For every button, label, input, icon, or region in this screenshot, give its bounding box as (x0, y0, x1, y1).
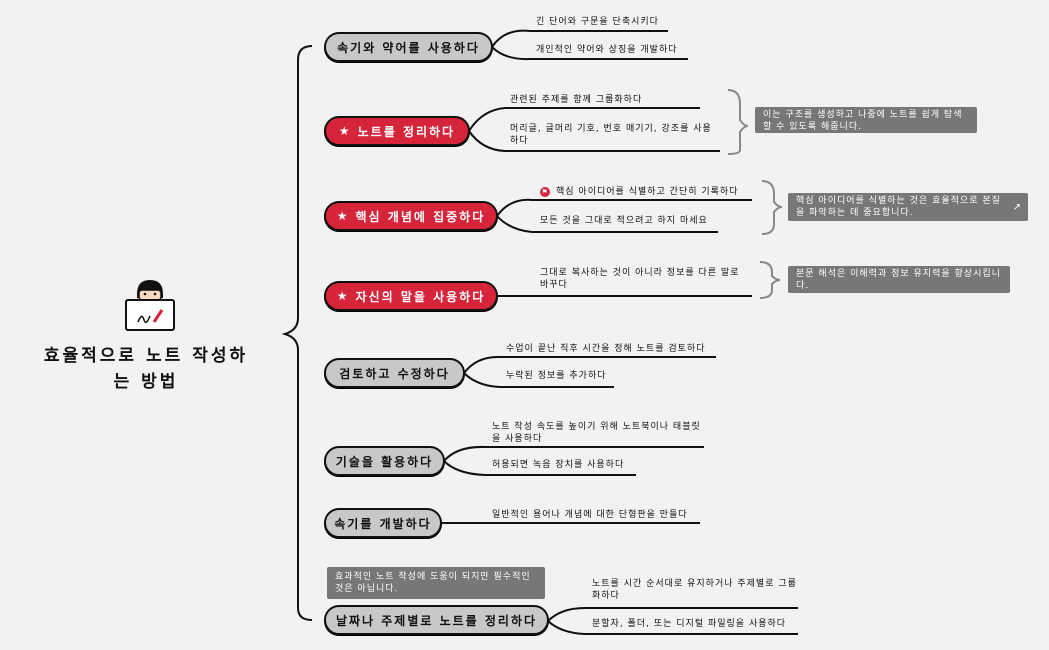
leaf-item[interactable]: ⚑ 핵심 아이디어를 식별하고 간단히 기록하다 (540, 186, 739, 198)
note-box[interactable]: 핵심 아이디어를 식별하는 것은 효율적으로 본질을 파악하는 데 중요합니다.… (788, 193, 1028, 221)
person-laptop-icon (125, 280, 175, 331)
note-text: 핵심 아이디어를 식별하는 것은 효율적으로 본질을 파악하는 데 중요합니다. (796, 196, 1001, 218)
leaf-text[interactable]: 노트를 시간 순서대로 유지하거나 주제별로 그룹화하다 (592, 579, 797, 601)
branch-label: 기술을 활용하다 (335, 454, 434, 469)
flag-icon: ⚑ (540, 186, 550, 197)
leaf-text[interactable]: 일반적인 용어나 개념에 대한 단형판을 만들다 (492, 510, 688, 520)
star-icon: ★ (336, 289, 350, 303)
branch-node-review[interactable]: 검토하고 수정하다 (324, 358, 465, 388)
leaf-text: 핵심 아이디어를 식별하고 간단히 기록하다 (556, 187, 739, 197)
branch-label: 자신의 말을 사용하다 (355, 289, 486, 304)
branch-node-technology[interactable]: 기술을 활용하다 (324, 446, 445, 476)
note-box[interactable]: 효과적인 노트 작성에 도움이 되지만 필수적인 것은 아닙니다. (327, 567, 545, 599)
leaf-text[interactable]: 그대로 복사하는 것이 아니라 정보를 다른 말로 바꾸다 (540, 268, 740, 290)
leaf-text[interactable]: 노트 작성 속도를 높이기 위해 노트북이나 태블릿을 사용하다 (492, 422, 701, 444)
branch-node-shorthand[interactable]: 속기와 약어를 사용하다 (324, 32, 493, 62)
branch-label: 속기를 개발하다 (334, 516, 432, 531)
branch-label: 핵심 개념에 집중하다 (355, 209, 486, 224)
branch-label: 속기와 약어를 사용하다 (337, 40, 480, 55)
star-icon: ★ (336, 209, 350, 223)
star-icon: ★ (338, 124, 352, 138)
external-link-icon[interactable]: ↗ (1012, 202, 1022, 213)
branch-node-key-concepts[interactable]: ★ 핵심 개념에 집중하다 (324, 201, 498, 231)
note-box[interactable]: 본문 해석은 이해력과 정보 유지력을 향상시킵니다. (788, 266, 1010, 293)
branch-node-by-date[interactable]: 날짜나 주제별로 노트를 정리하다 (324, 605, 549, 635)
leaf-text[interactable]: 누락된 정보를 추가하다 (506, 371, 607, 381)
note-box[interactable]: 이는 구조를 생성하고 나중에 노트를 쉽게 탐색할 수 있도록 해줍니다. (755, 107, 977, 133)
branch-node-organize-notes[interactable]: ★ 노트를 정리하다 (324, 116, 470, 146)
leaf-text[interactable]: 수업이 끝난 직후 시간을 정해 노트를 검토하다 (506, 344, 706, 354)
branch-node-develop-shorthand[interactable]: 속기를 개발하다 (324, 508, 442, 538)
leaf-text[interactable]: 개인적인 약어와 상징을 개발하다 (536, 45, 678, 55)
leaf-text[interactable]: 분할자, 폴더, 또는 디지털 파일링을 사용하다 (592, 619, 787, 629)
branch-label: 검토하고 수정하다 (339, 366, 450, 381)
branch-label: 노트를 정리하다 (357, 124, 456, 139)
leaf-text[interactable]: 모든 것을 그대로 적으려고 하지 마세요 (540, 216, 708, 226)
leaf-text[interactable]: 긴 단어와 구문을 단축시키다 (536, 17, 659, 27)
leaf-text[interactable]: 허용되면 녹음 장치를 사용하다 (492, 460, 625, 470)
leaf-text[interactable]: 관련된 주제를 함께 그룹화하다 (510, 95, 643, 105)
leaf-text[interactable]: 머리글, 글머리 기호, 번호 매기기, 강조를 사용하다 (510, 124, 712, 146)
root-topic[interactable]: 효율적으로 노트 작성하는 방법 (43, 346, 249, 392)
branch-label: 날짜나 주제별로 노트를 정리하다 (335, 613, 538, 628)
branch-node-own-words[interactable]: ★ 자신의 말을 사용하다 (324, 281, 498, 311)
